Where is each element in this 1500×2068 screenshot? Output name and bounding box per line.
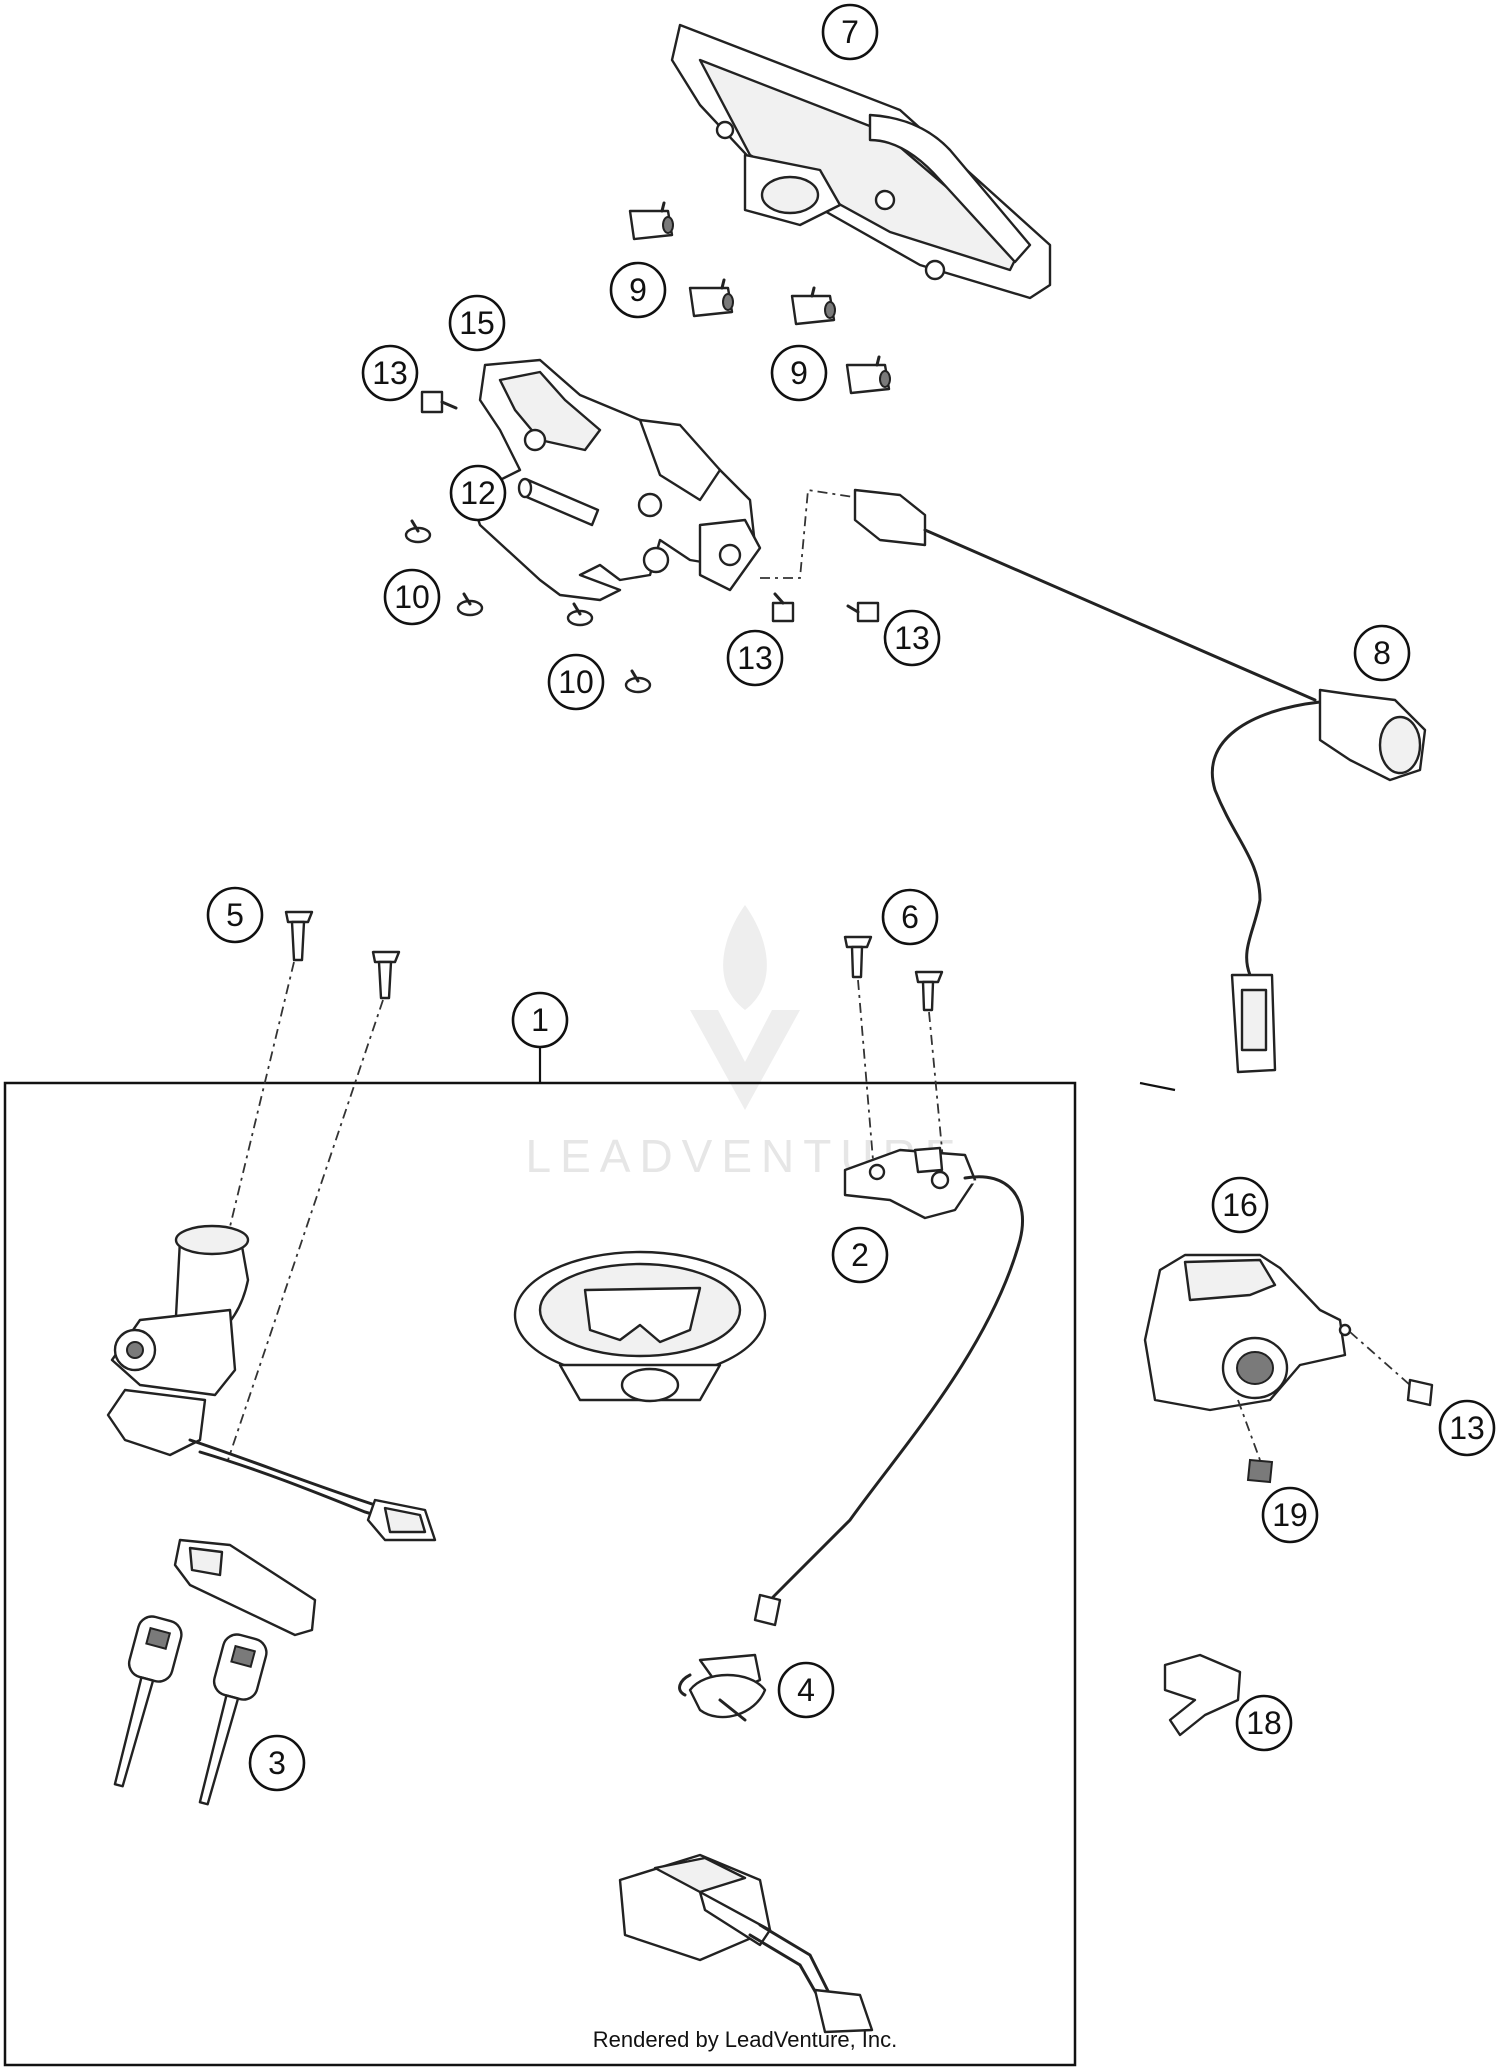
grommets-9 — [628, 201, 891, 395]
screw-19 — [1246, 1458, 1274, 1484]
callout-5: 5 — [206, 886, 264, 944]
kit-1-frame — [3, 1048, 1077, 2067]
keys-3 — [113, 1615, 268, 1806]
callout-7: 7 — [821, 3, 879, 61]
clip-4 — [678, 1653, 767, 1722]
screw-13-right — [1406, 1378, 1434, 1407]
callout-9: 9 — [609, 261, 667, 319]
svg-text:6: 6 — [901, 899, 919, 935]
callout-8: 8 — [1353, 624, 1411, 682]
bolts-5 — [204, 910, 401, 1461]
svg-text:13: 13 — [737, 640, 773, 676]
switch-2 — [753, 1146, 1025, 1627]
svg-text:1: 1 — [531, 1002, 549, 1038]
callout-13: 13 — [1438, 1399, 1496, 1457]
callout-16: 16 — [1211, 1176, 1269, 1234]
svg-text:5: 5 — [226, 897, 244, 933]
ignition-lock — [106, 1224, 437, 1542]
fuel-cap — [513, 1250, 767, 1403]
control-unit — [618, 1853, 874, 2034]
svg-text:10: 10 — [558, 664, 594, 700]
callout-18: 18 — [1235, 1694, 1293, 1752]
svg-text:13: 13 — [894, 620, 930, 656]
callout-19: 19 — [1261, 1486, 1319, 1544]
callout-10: 10 — [383, 568, 441, 626]
callout-13: 13 — [726, 629, 784, 687]
callout-12: 12 — [449, 464, 507, 522]
screws-10 — [404, 519, 652, 694]
svg-text:16: 16 — [1222, 1187, 1258, 1223]
svg-text:13: 13 — [372, 355, 408, 391]
cluster-bracket — [468, 358, 762, 602]
callout-4: 4 — [777, 1661, 835, 1719]
svg-text:19: 19 — [1272, 1497, 1308, 1533]
callout-9: 9 — [770, 344, 828, 402]
screws-13-top — [420, 390, 880, 623]
lock-cover-16 — [1143, 1253, 1411, 1461]
svg-text:15: 15 — [459, 305, 495, 341]
watermark: LEADVENTURE — [526, 905, 955, 1182]
svg-text:7: 7 — [841, 14, 859, 50]
svg-text:2: 2 — [851, 1237, 869, 1273]
render-credit: Rendered by LeadVenture, Inc. — [593, 2027, 898, 2052]
svg-text:9: 9 — [629, 272, 647, 308]
instrument-cluster — [670, 23, 1052, 300]
transponder-fob — [173, 1538, 317, 1637]
callout-1: 1 — [511, 991, 569, 1049]
harness-8 — [760, 488, 1427, 1074]
svg-text:8: 8 — [1373, 635, 1391, 671]
svg-text:12: 12 — [460, 475, 496, 511]
svg-text:18: 18 — [1246, 1705, 1282, 1741]
bolts-6 — [843, 935, 944, 1161]
svg-text:10: 10 — [394, 579, 430, 615]
svg-text:3: 3 — [268, 1745, 286, 1781]
callout-13: 13 — [883, 609, 941, 667]
callout-13: 13 — [361, 344, 419, 402]
pin-12 — [517, 477, 600, 527]
callout-2: 2 — [831, 1226, 889, 1284]
callout-15: 15 — [448, 294, 506, 352]
callout-3: 3 — [248, 1734, 306, 1792]
leader-lines — [1139, 1081, 1176, 1092]
bracket-18 — [1163, 1653, 1242, 1737]
svg-text:9: 9 — [790, 355, 808, 391]
callout-10: 10 — [547, 653, 605, 711]
callout-6: 6 — [881, 888, 939, 946]
svg-text:4: 4 — [797, 1672, 815, 1708]
svg-text:13: 13 — [1449, 1410, 1485, 1446]
